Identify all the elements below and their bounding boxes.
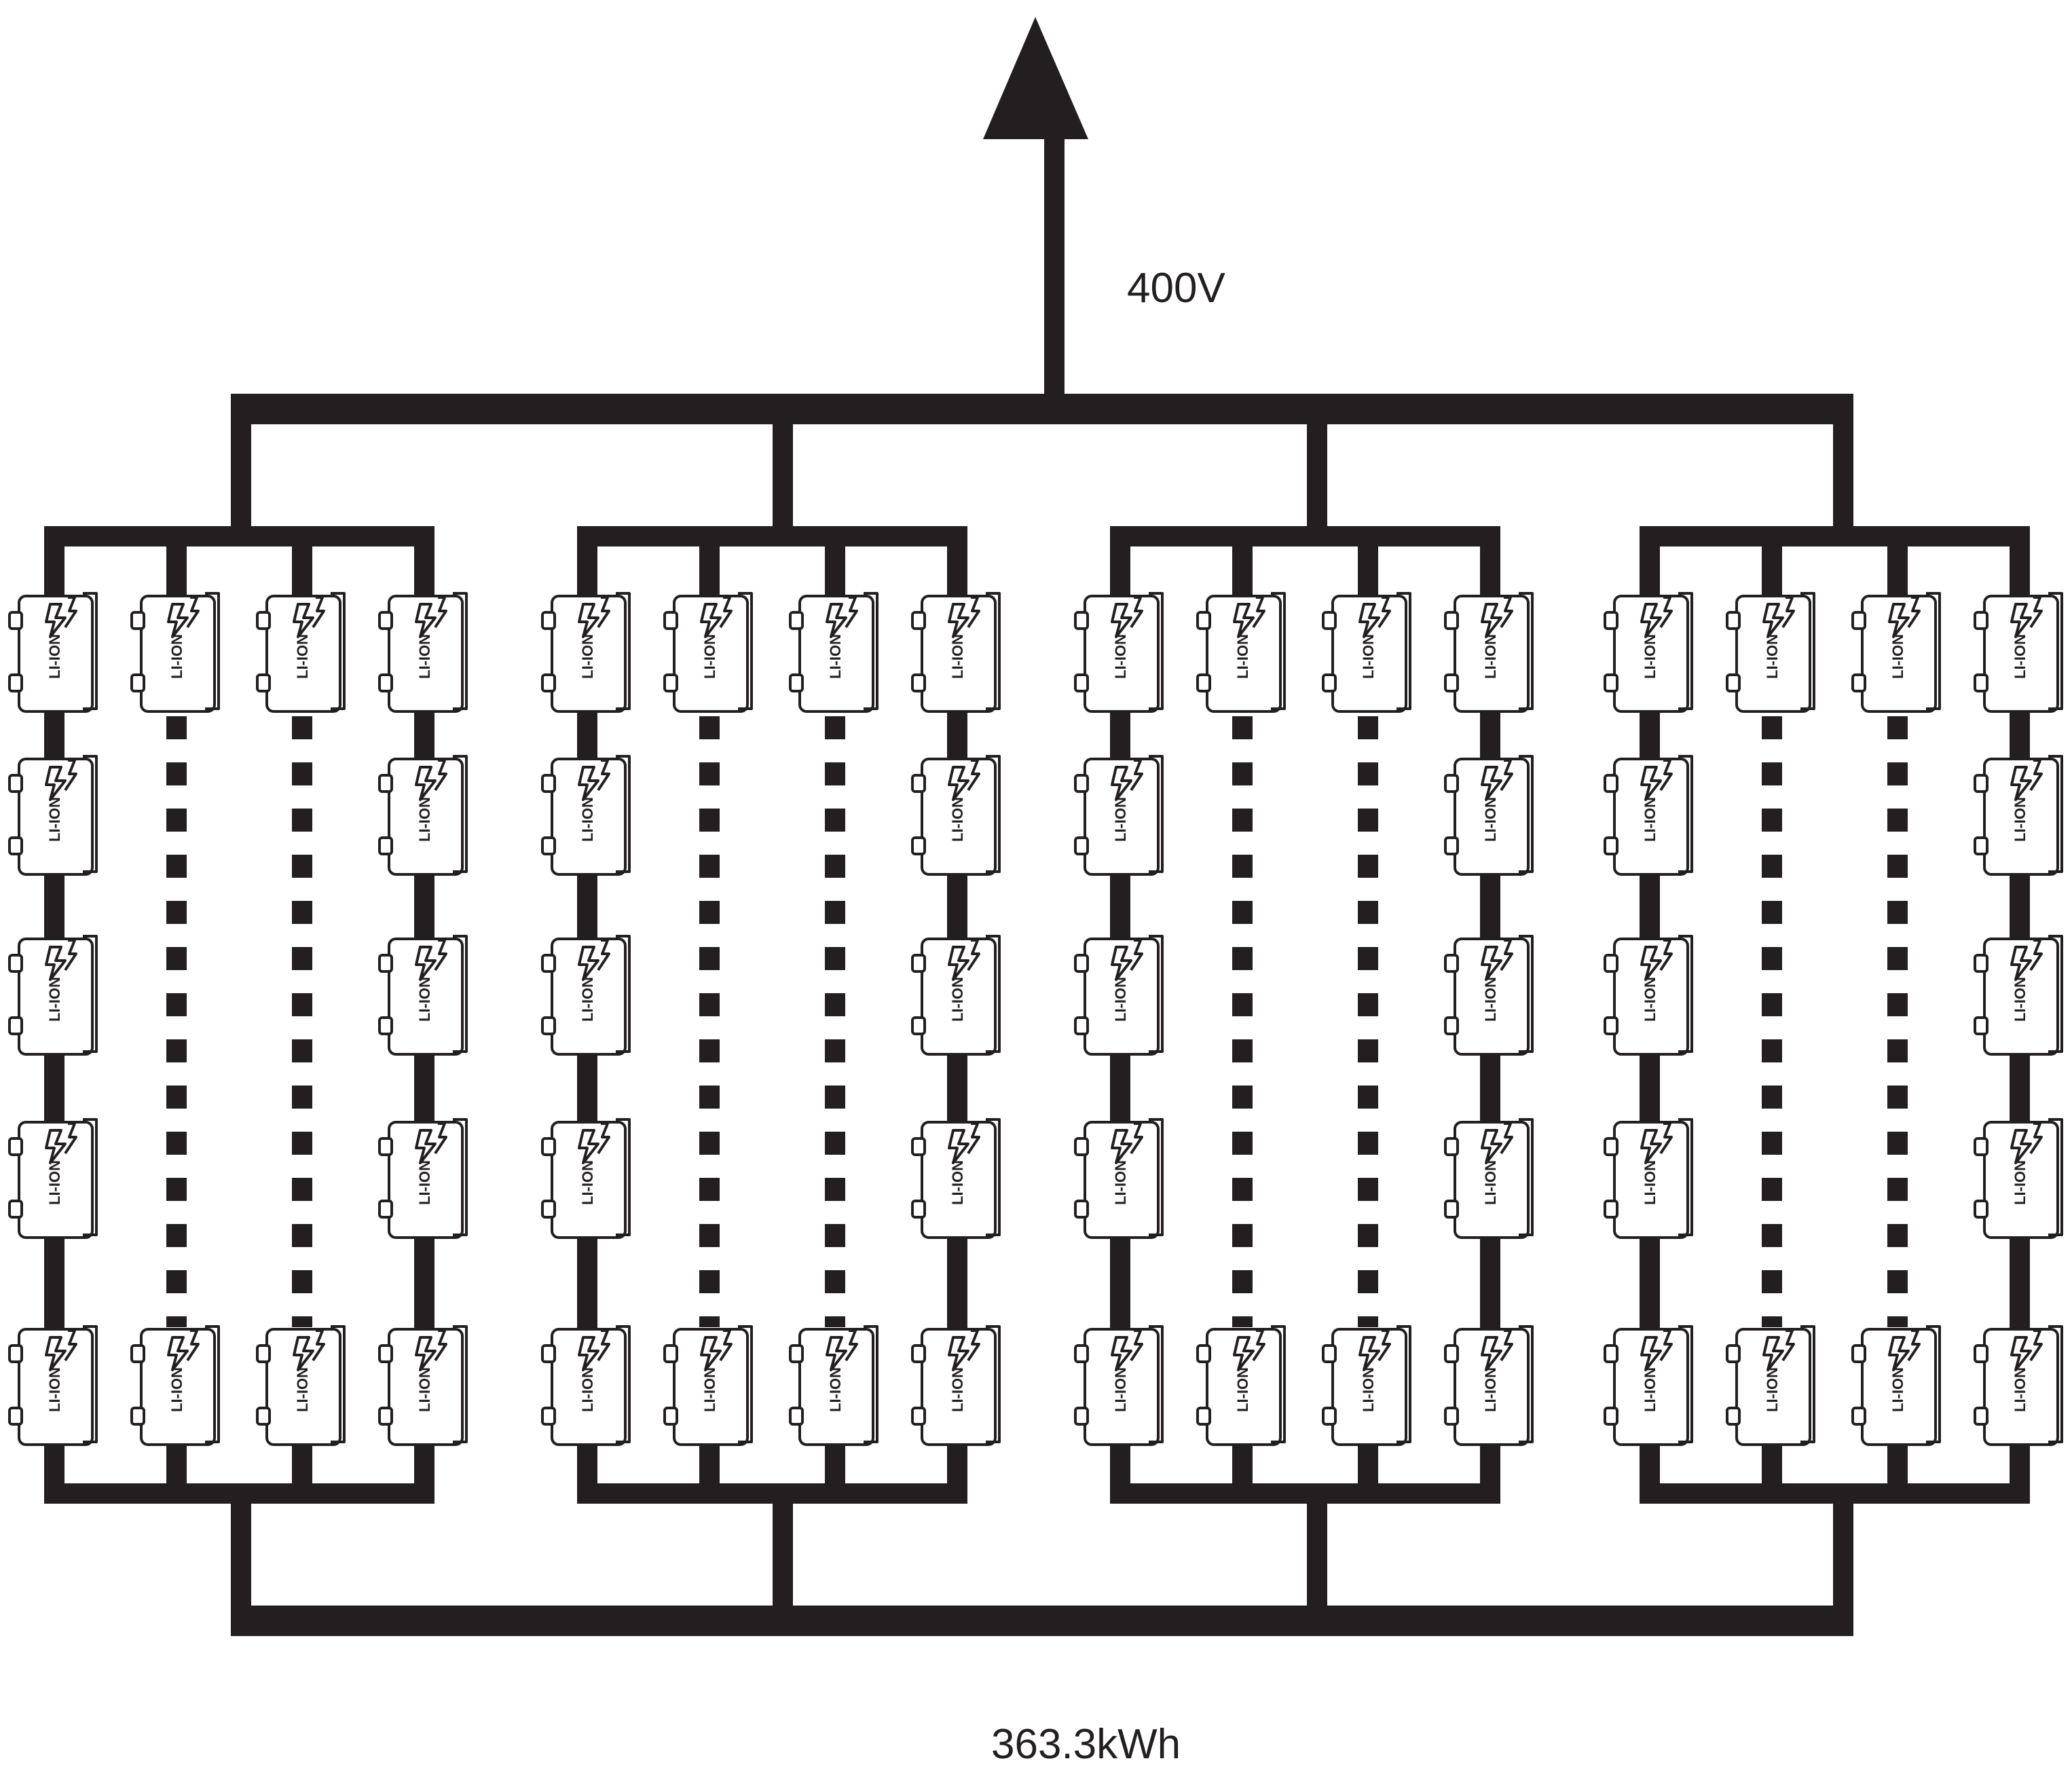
group-3-string-3-cell-2: LI-ION [1322, 1325, 1411, 1446]
group-2-top-bar [577, 526, 967, 604]
group-3-string-4-cell-3: LI-ION [1444, 935, 1534, 1056]
group-3-string-1-cell-2: LI-ION [1074, 755, 1164, 876]
group-2-string-1-cell-3: LI-ION [541, 935, 631, 1056]
group-4-string-2-cell-2: LI-ION [1726, 1325, 1815, 1446]
voltage-label: 400V [1127, 265, 1225, 312]
group-3-string-1-cell-1: LI-ION [1074, 592, 1164, 713]
group-1-string-4-cell-1: LI-ION [378, 592, 468, 713]
group-1-string-4-cell-5: LI-ION [378, 1325, 468, 1446]
group-2-string-4-cell-5: LI-ION [911, 1325, 1001, 1446]
group-3-string-2-cell-1: LI-ION [1196, 592, 1286, 713]
group-3-string-2-cell-2: LI-ION [1196, 1325, 1286, 1446]
group-1-string-1-cell-1: LI-ION [8, 592, 98, 713]
group-3-string-4-cell-4: LI-ION [1444, 1118, 1534, 1239]
group-4-string-4-cell-2: LI-ION [1974, 755, 2063, 876]
group-1-string-2-cell-2: LI-ION [130, 1325, 220, 1446]
group-4-string-3-cell-1: LI-ION [1851, 592, 1941, 713]
group-2-string-1-cell-1: LI-ION [541, 592, 631, 713]
group-4-bottom-bar [1640, 1432, 2030, 1504]
group-2-string-4-cell-2: LI-ION [911, 755, 1001, 876]
group-4-string-2-cell-1: LI-ION [1726, 592, 1815, 713]
group-4-string-4-cell-3: LI-ION [1974, 935, 2063, 1056]
group-1-string-1-cell-2: LI-ION [8, 755, 98, 876]
group-4-string-1-cell-5: LI-ION [1604, 1325, 1693, 1446]
group-4-string-1-cell-2: LI-ION [1604, 755, 1693, 876]
group-4-string-3-cell-2: LI-ION [1851, 1325, 1941, 1446]
group-4-string-4-cell-5: LI-ION [1974, 1325, 2063, 1446]
group-4-string-1-cell-4: LI-ION [1604, 1118, 1693, 1239]
group-2-string-1-cell-4: LI-ION [541, 1118, 631, 1239]
group-3-bottom-bar [1110, 1432, 1500, 1504]
group-2-string-4-cell-3: LI-ION [911, 935, 1001, 1056]
group-1-string-3-cell-2: LI-ION [256, 1325, 346, 1446]
group-3-string-4-cell-2: LI-ION [1444, 755, 1534, 876]
group-1-string-2-cell-1: LI-ION [130, 592, 220, 713]
group-2-bottom-bar [577, 1432, 967, 1504]
group-4-string-4-cell-4: LI-ION [1974, 1118, 2063, 1239]
group-4-string-1-cell-1: LI-ION [1604, 592, 1693, 713]
group-2-string-2-cell-2: LI-ION [663, 1325, 753, 1446]
group-1-string-3-cell-1: LI-ION [256, 592, 346, 713]
group-1-string-4-cell-4: LI-ION [378, 1118, 468, 1239]
group-3-string-1-cell-3: LI-ION [1074, 935, 1164, 1056]
group-2-string-2-cell-1: LI-ION [663, 592, 753, 713]
group-1-string-1-cell-5: LI-ION [8, 1325, 98, 1446]
capacity-label: 363.3kWh [991, 1721, 1181, 1768]
group-1-string-4-cell-3: LI-ION [378, 935, 468, 1056]
group-1-string-1-cell-4: LI-ION [8, 1118, 98, 1239]
output-arrow-icon [983, 17, 1088, 139]
group-3-string-3-cell-1: LI-ION [1322, 592, 1411, 713]
group-3-top-bar [1110, 526, 1500, 604]
group-2-string-4-cell-1: LI-ION [911, 592, 1001, 713]
wiring [44, 17, 2030, 1636]
battery-cells: LI-ION LI-ION LI-ION LI-ION LI-ION LI-ION LI-I… [8, 592, 2063, 1446]
group-4-string-4-cell-1: LI-ION [1974, 592, 2063, 713]
group-1-bottom-bar [44, 1432, 434, 1504]
group-2-string-4-cell-4: LI-ION [911, 1118, 1001, 1239]
group-3-string-4-cell-5: LI-ION [1444, 1325, 1534, 1446]
group-1-top-bar [44, 526, 434, 604]
group-2-string-1-cell-5: LI-ION [541, 1325, 631, 1446]
group-1-string-1-cell-3: LI-ION [8, 935, 98, 1056]
group-2-string-3-cell-1: LI-ION [789, 592, 878, 713]
group-4-string-1-cell-3: LI-ION [1604, 935, 1693, 1056]
group-3-string-1-cell-5: LI-ION [1074, 1325, 1164, 1446]
group-1-string-4-cell-2: LI-ION [378, 755, 468, 876]
group-2-string-3-cell-2: LI-ION [789, 1325, 878, 1446]
group-2-string-1-cell-2: LI-ION [541, 755, 631, 876]
group-3-string-4-cell-1: LI-ION [1444, 592, 1534, 713]
group-3-string-1-cell-4: LI-ION [1074, 1118, 1164, 1239]
group-4-top-bar [1640, 526, 2030, 604]
